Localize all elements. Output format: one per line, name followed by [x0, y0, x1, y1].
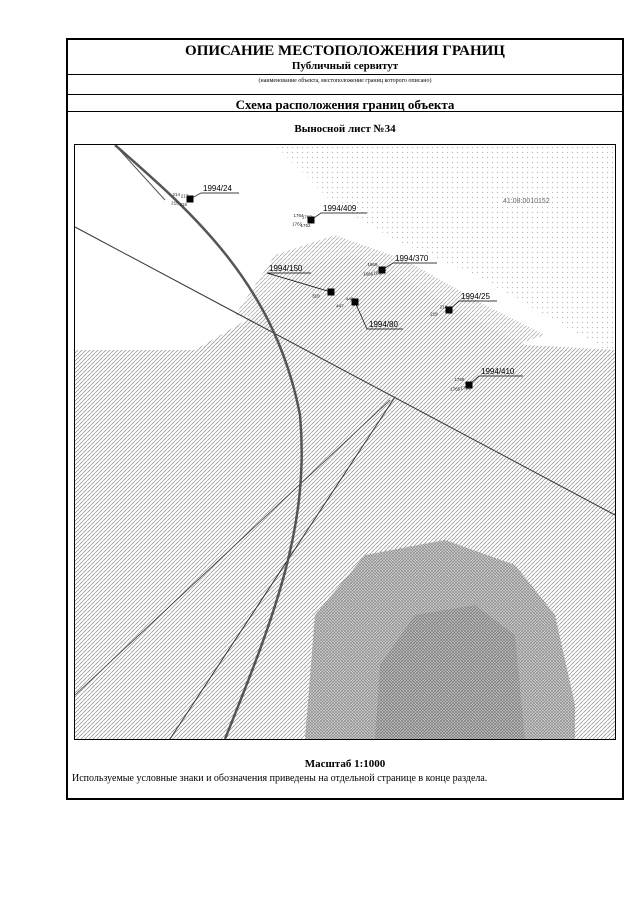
- cadastral-block-label: 41:08:0010152: [503, 198, 550, 205]
- parcel-label: 1994/24: [203, 184, 232, 193]
- point-number: 1667: [373, 270, 384, 275]
- parcel-label: 1994/370: [395, 254, 429, 263]
- point-number: 216: [180, 202, 188, 207]
- schema-title: Схема расположения границ объекта: [68, 94, 622, 112]
- parcel-2: 1994/370 1666 1669 1667: [363, 254, 437, 277]
- map-scale: Масштаб 1:1000: [304, 758, 386, 770]
- parcel-leader-line: [468, 375, 523, 386]
- point-number: 214: [172, 192, 180, 197]
- darker-core: [375, 605, 525, 739]
- parcel-label: 1994/410: [481, 367, 515, 376]
- point-number: 1761: [292, 222, 303, 227]
- point-number: 1768: [454, 377, 465, 382]
- point-number: 1666: [363, 272, 374, 277]
- parcel-leader-line: [381, 262, 437, 271]
- boundary-line-3: [75, 399, 391, 696]
- point-number: 1763: [302, 214, 313, 219]
- parcel-label: 1994/25: [461, 292, 490, 301]
- point-number: 218: [440, 304, 448, 309]
- parcel-leader-line: [354, 301, 403, 330]
- point-number: 1669: [367, 262, 378, 267]
- parcel-label: 1994/80: [369, 320, 398, 329]
- point-number: 319: [312, 294, 320, 299]
- parcel-6: 1994/410 1765 1768 1766: [450, 367, 523, 392]
- point-number: 219: [430, 312, 438, 317]
- parcel-leader-line: [448, 300, 497, 311]
- point-number: 1764: [293, 213, 304, 218]
- boundary-line-2: [169, 396, 396, 739]
- map-linework: [75, 145, 615, 739]
- parcel-label: 1994/409: [323, 204, 357, 213]
- document-title: ОПИСАНИЕ МЕСТОПОЛОЖЕНИЯ ГРАНИЦ: [185, 43, 505, 59]
- road-line: [114, 145, 166, 201]
- object-name-caption: (наименование объекта, местоположение гр…: [68, 74, 622, 88]
- boundary-line-1: [75, 226, 615, 516]
- legend-note: Используемые условные знаки и обозначени…: [72, 773, 488, 784]
- parcel-3: 1994/150 319: [266, 264, 335, 299]
- parcel-leader-line: [310, 212, 367, 221]
- parcel-leader-line: [189, 192, 239, 200]
- road-curve: [114, 145, 303, 739]
- light-area: [275, 145, 615, 355]
- sheet-title: Выносной лист №34: [294, 123, 396, 135]
- point-number: 1762: [301, 223, 312, 228]
- hatched-belt: [235, 235, 545, 345]
- document-frame: ОПИСАНИЕ МЕСТОПОЛОЖЕНИЯ ГРАНИЦ Публичный…: [66, 38, 624, 800]
- object-name: Публичный сервитут: [291, 60, 399, 72]
- parcel-leader-line: [266, 272, 332, 293]
- point-number: 1765: [450, 387, 461, 392]
- point-number: 1766: [460, 385, 471, 390]
- point-number: 448: [346, 296, 354, 301]
- point-number: 217: [181, 193, 189, 198]
- point-number: 215: [171, 201, 179, 206]
- point-number: 447: [336, 304, 344, 309]
- parcel-label: 1994/150: [269, 264, 303, 273]
